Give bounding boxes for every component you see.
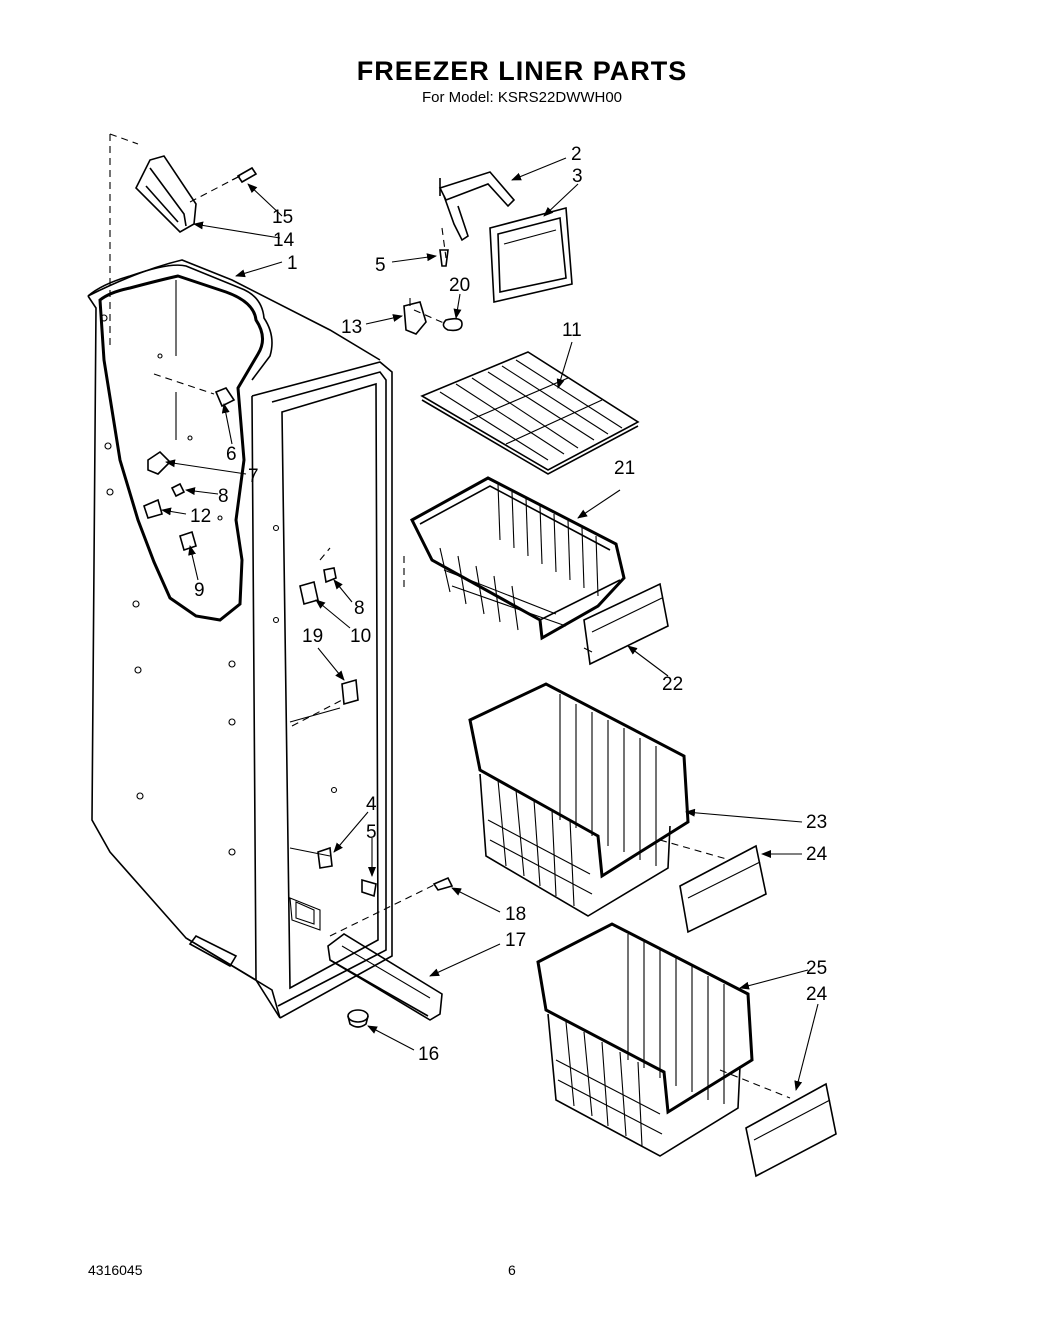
document-number: 4316045 bbox=[88, 1262, 143, 1278]
leader-lines bbox=[161, 157, 819, 1091]
callout-12: 12 bbox=[190, 506, 211, 527]
part-6-clip bbox=[214, 387, 236, 408]
part-19-clip bbox=[341, 678, 359, 706]
part-17-cover bbox=[327, 933, 443, 1021]
part-2-bracket bbox=[438, 171, 516, 242]
callout-17: 17 bbox=[505, 930, 526, 951]
part-3-frame bbox=[489, 206, 573, 303]
part-25-basket-large bbox=[536, 922, 754, 1157]
part-4-clip bbox=[317, 846, 333, 869]
model-subtitle: For Model: KSRS22DWWH00 bbox=[421, 89, 623, 106]
part-8-clip-left bbox=[170, 482, 186, 498]
callout-18: 18 bbox=[505, 904, 526, 925]
part-24-panel-upper bbox=[679, 844, 767, 934]
freezer-liner bbox=[87, 259, 393, 1019]
callout-2: 2 bbox=[571, 144, 582, 165]
callout-22: 22 bbox=[662, 674, 683, 695]
callout-24-lower: 24 bbox=[806, 984, 828, 1005]
callout-23: 23 bbox=[806, 812, 827, 833]
page-number: 6 bbox=[508, 1262, 516, 1278]
callout-16: 16 bbox=[418, 1044, 439, 1065]
callout-4: 4 bbox=[366, 794, 377, 815]
part-11-wire-shelf bbox=[420, 351, 640, 475]
part-12-clip bbox=[143, 498, 163, 519]
callout-5-top: 5 bbox=[375, 255, 386, 276]
page-title: FREEZER LINER PARTS bbox=[356, 56, 688, 86]
callout-24-upper: 24 bbox=[806, 844, 828, 865]
callout-20: 20 bbox=[449, 275, 470, 296]
part-7-clip bbox=[147, 450, 172, 475]
callout-8-right: 8 bbox=[354, 598, 365, 619]
callout-14: 14 bbox=[273, 230, 295, 251]
callout-25: 25 bbox=[806, 958, 827, 979]
callout-8-left: 8 bbox=[218, 486, 229, 507]
part-20-plug bbox=[442, 317, 463, 332]
part-22-panel bbox=[583, 582, 669, 666]
callout-10: 10 bbox=[350, 626, 371, 647]
callout-3: 3 bbox=[572, 166, 583, 187]
callout-11: 11 bbox=[562, 320, 582, 341]
part-15-screw bbox=[231, 166, 258, 184]
callout-6: 6 bbox=[226, 444, 237, 465]
part-14-bracket bbox=[135, 155, 197, 233]
part-24-panel-lower bbox=[745, 1082, 837, 1178]
part-10-clip bbox=[299, 580, 319, 606]
callout-15: 15 bbox=[272, 207, 293, 228]
callout-21: 21 bbox=[614, 458, 635, 479]
callout-7: 7 bbox=[248, 466, 259, 487]
part-13-clip bbox=[403, 298, 427, 335]
part-5-screw-bottom bbox=[361, 878, 377, 898]
callout-5-bottom: 5 bbox=[366, 822, 377, 843]
part-16-plug bbox=[347, 1009, 369, 1028]
callout-19: 19 bbox=[302, 626, 323, 647]
part-21-basket-small bbox=[410, 476, 626, 641]
liner-hardware bbox=[143, 387, 377, 898]
part-23-basket-medium bbox=[468, 682, 690, 917]
callout-labels: 1 2 3 5 20 13 11 15 14 6 7 8 12 9 8 10 1… bbox=[190, 144, 828, 1065]
part-5-screw-top bbox=[439, 249, 449, 267]
part-18-screw bbox=[432, 876, 454, 891]
callout-1: 1 bbox=[287, 253, 298, 274]
callout-13: 13 bbox=[341, 317, 362, 338]
part-8-clip-right bbox=[323, 567, 337, 584]
part-9-clip bbox=[179, 530, 197, 552]
callout-9: 9 bbox=[194, 580, 205, 601]
